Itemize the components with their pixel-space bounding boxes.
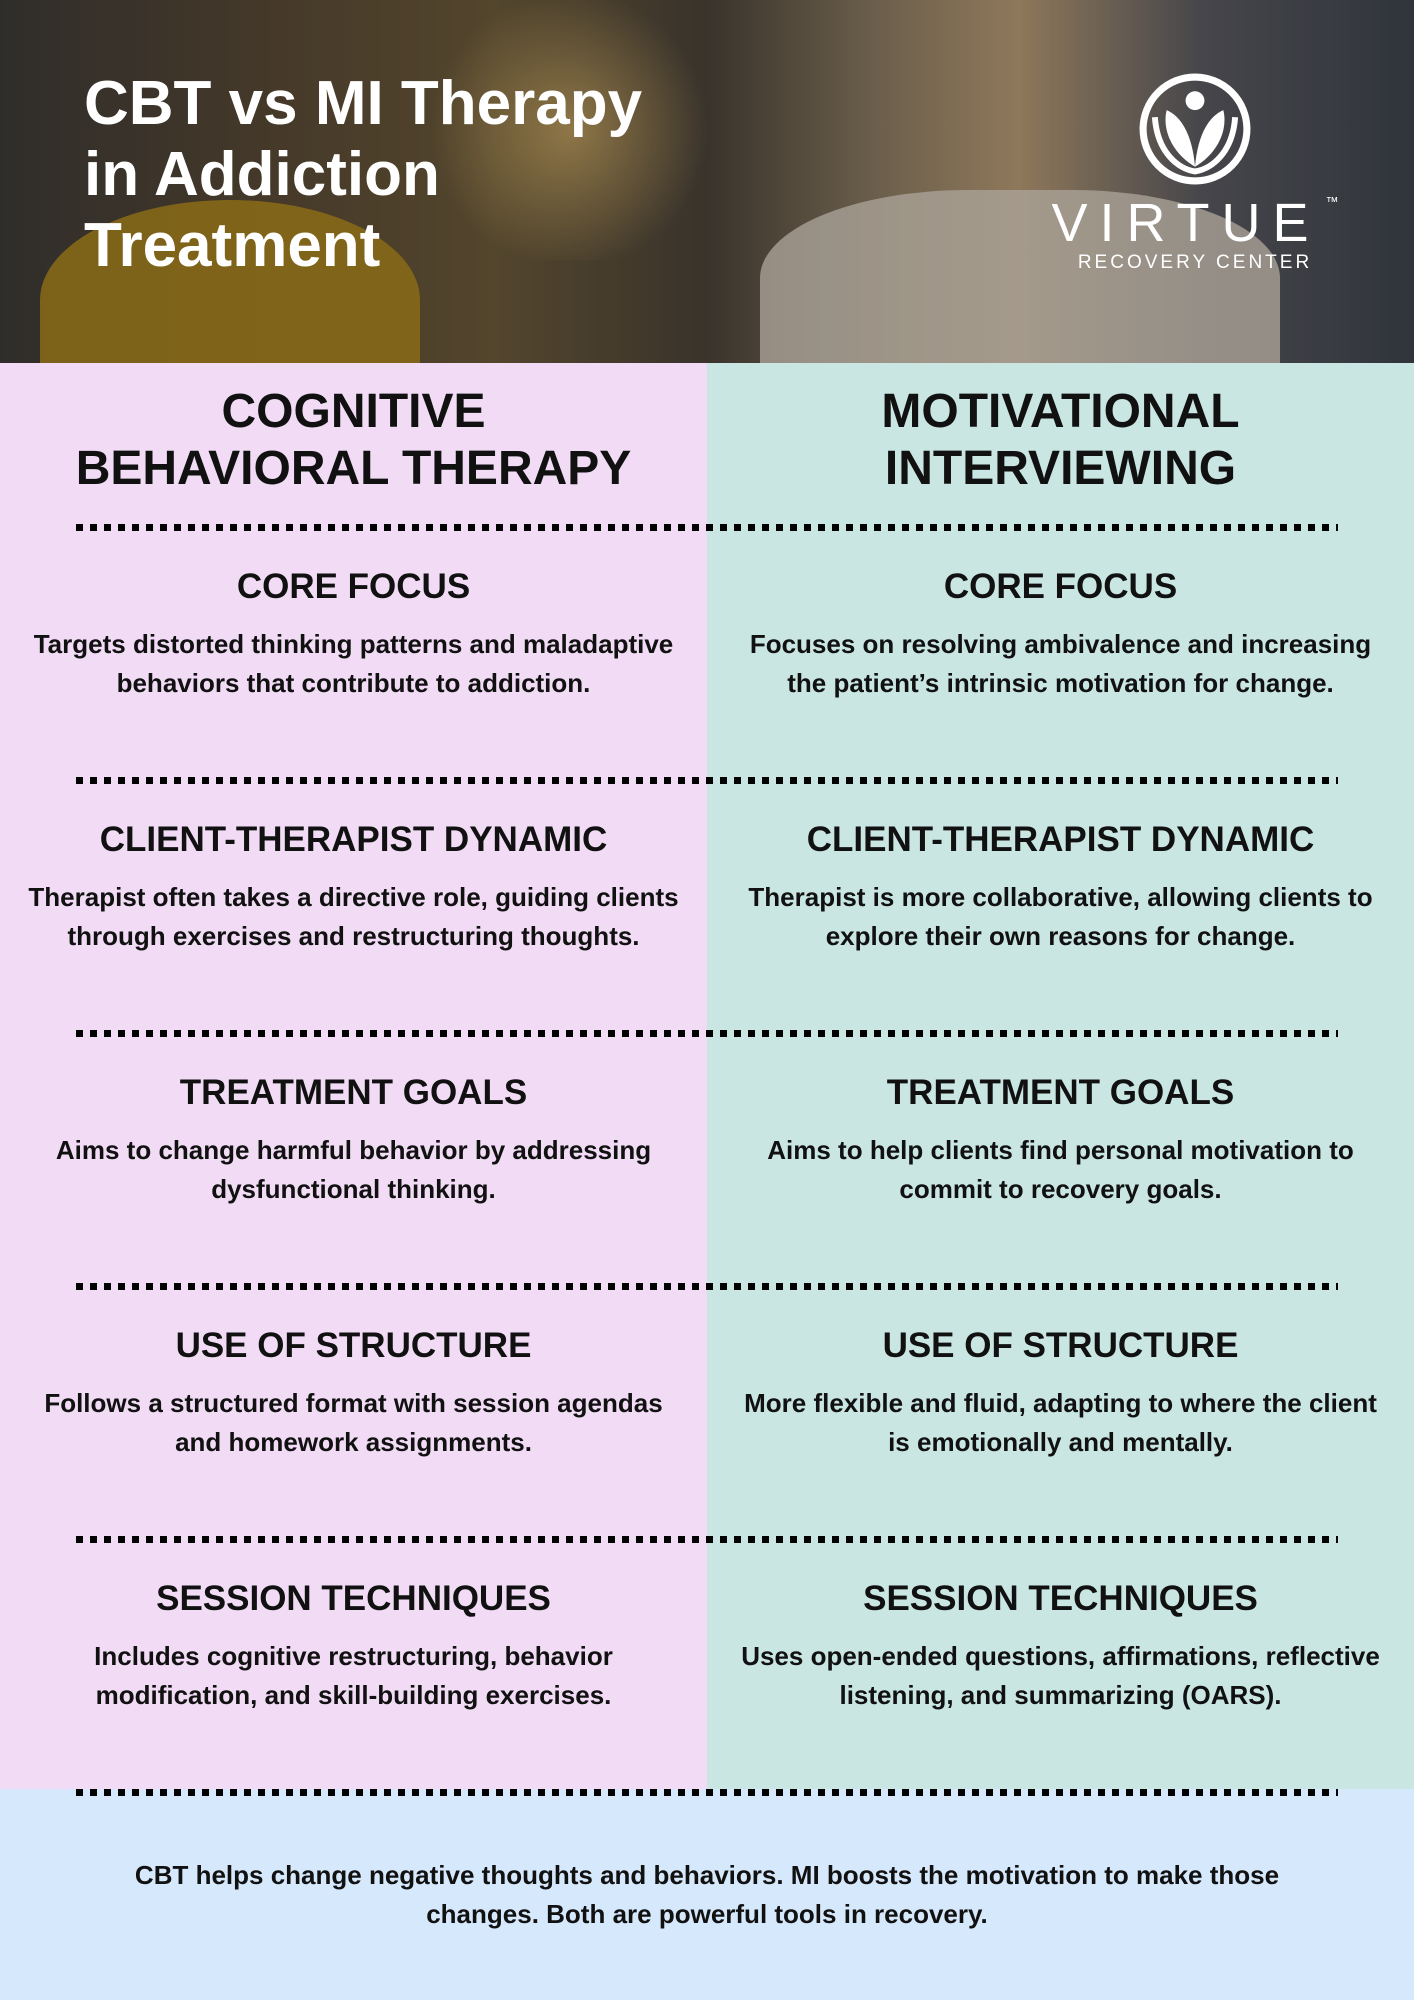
dotted-divider (76, 1283, 1338, 1290)
dotted-divider (0, 1789, 1414, 1796)
logo-wordmark: VIRTUE ™ (1051, 192, 1338, 254)
section-heading: CORE FOCUS (236, 567, 471, 606)
logo-name: VIRTUE (1051, 193, 1321, 253)
cbt-session-techniques: SESSION TECHNIQUES Includes cognitive res… (0, 1543, 707, 1789)
row-session-techniques: SESSION TECHNIQUES Includes cognitive res… (0, 1543, 1414, 1789)
section-heading: CLIENT-THERAPIST DYNAMIC (99, 820, 608, 859)
dotted-divider (76, 1536, 1338, 1543)
lamp-glow (420, 0, 720, 260)
footer-summary: CBT helps change negative thoughts and b… (0, 1796, 1414, 2000)
cbt-core-focus: CORE FOCUS Targets distorted thinking pat… (0, 531, 707, 777)
section-body: Uses open-ended questions, affirmations,… (741, 1641, 1380, 1710)
section-heading: USE OF STRUCTURE (882, 1326, 1239, 1365)
mi-client-therapist-dynamic: CLIENT-THERAPIST DYNAMIC Therapist is mor… (707, 784, 1414, 1030)
content: COGNITIVE BEHAVIORAL THERAPY MOTIVATIONA… (0, 363, 1414, 2000)
section-heading: CLIENT-THERAPIST DYNAMIC (806, 820, 1315, 859)
section-heading: TREATMENT GOALS (886, 1073, 1235, 1112)
logo-subtitle: RECOVERY CENTER (1077, 252, 1313, 273)
mi-use-of-structure: USE OF STRUCTURE More flexible and fluid,… (707, 1290, 1414, 1536)
section-body: Targets distorted thinking patterns and … (33, 629, 674, 698)
cbt-column-title: COGNITIVE BEHAVIORAL THERAPY (0, 363, 707, 524)
column-titles: COGNITIVE BEHAVIORAL THERAPY MOTIVATIONA… (0, 363, 1414, 524)
section-heading: SESSION TECHNIQUES (863, 1579, 1258, 1618)
row-client-therapist-dynamic: CLIENT-THERAPIST DYNAMIC Therapist often … (0, 784, 1414, 1030)
comparison-columns: COGNITIVE BEHAVIORAL THERAPY MOTIVATIONA… (0, 363, 1414, 1789)
section-heading: USE OF STRUCTURE (175, 1326, 532, 1365)
mi-session-techniques: SESSION TECHNIQUES Uses open-ended questi… (707, 1543, 1414, 1789)
dotted-divider (76, 777, 1338, 784)
mi-treatment-goals: TREATMENT GOALS Aims to help clients find… (707, 1037, 1414, 1283)
dotted-divider (76, 1030, 1338, 1037)
photo-therapist (760, 190, 1280, 363)
section-heading: CORE FOCUS (943, 567, 1178, 606)
section-body: Therapist is more collaborative, allowin… (748, 882, 1373, 951)
cbt-client-therapist-dynamic: CLIENT-THERAPIST DYNAMIC Therapist often … (0, 784, 707, 1030)
hero-banner: CBT vs MI Therapy in Addiction Treatment… (0, 0, 1414, 363)
summary-text: CBT helps change negative thoughts and b… (134, 1860, 1280, 1929)
trademark: ™ (1325, 194, 1339, 209)
section-body: Focuses on resolving ambivalence and inc… (749, 629, 1372, 698)
row-core-focus: CORE FOCUS Targets distorted thinking pat… (0, 531, 1414, 777)
title-line: INTERVIEWING (884, 442, 1237, 495)
section-body: Follows a structured format with session… (44, 1388, 663, 1457)
section-body: Includes cognitive restructuring, behavi… (94, 1641, 613, 1710)
title-line: CBT vs MI Therapy (84, 69, 643, 138)
photo-client (40, 200, 420, 363)
row-use-of-structure: USE OF STRUCTURE Follows a structured for… (0, 1290, 1414, 1536)
section-heading: TREATMENT GOALS (179, 1073, 528, 1112)
lotus-person-icon (1139, 73, 1251, 185)
title-line: COGNITIVE (221, 385, 486, 438)
section-body: Aims to change harmful behavior by addre… (55, 1135, 652, 1204)
mi-column-title: MOTIVATIONAL INTERVIEWING (707, 363, 1414, 524)
mi-core-focus: CORE FOCUS Focuses on resolving ambivalen… (707, 531, 1414, 777)
section-heading: SESSION TECHNIQUES (156, 1579, 551, 1618)
dotted-divider (76, 524, 1338, 531)
section-body: More flexible and fluid, adapting to whe… (744, 1388, 1377, 1457)
cbt-treatment-goals: TREATMENT GOALS Aims to change harmful be… (0, 1037, 707, 1283)
title-line: in Addiction (84, 140, 440, 209)
logo: VIRTUE ™ RECOVERY CENTER (1030, 70, 1360, 274)
section-body: Therapist often takes a directive role, … (28, 882, 679, 951)
title-line: MOTIVATIONAL (881, 385, 1240, 438)
cbt-use-of-structure: USE OF STRUCTURE Follows a structured for… (0, 1290, 707, 1536)
title-line: Treatment (84, 211, 381, 280)
title-line: BEHAVIORAL THERAPY (75, 442, 632, 495)
section-body: Aims to help clients find personal motiv… (767, 1135, 1354, 1204)
row-treatment-goals: TREATMENT GOALS Aims to change harmful be… (0, 1037, 1414, 1283)
page-title: CBT vs MI Therapy in Addiction Treatment (84, 68, 642, 281)
